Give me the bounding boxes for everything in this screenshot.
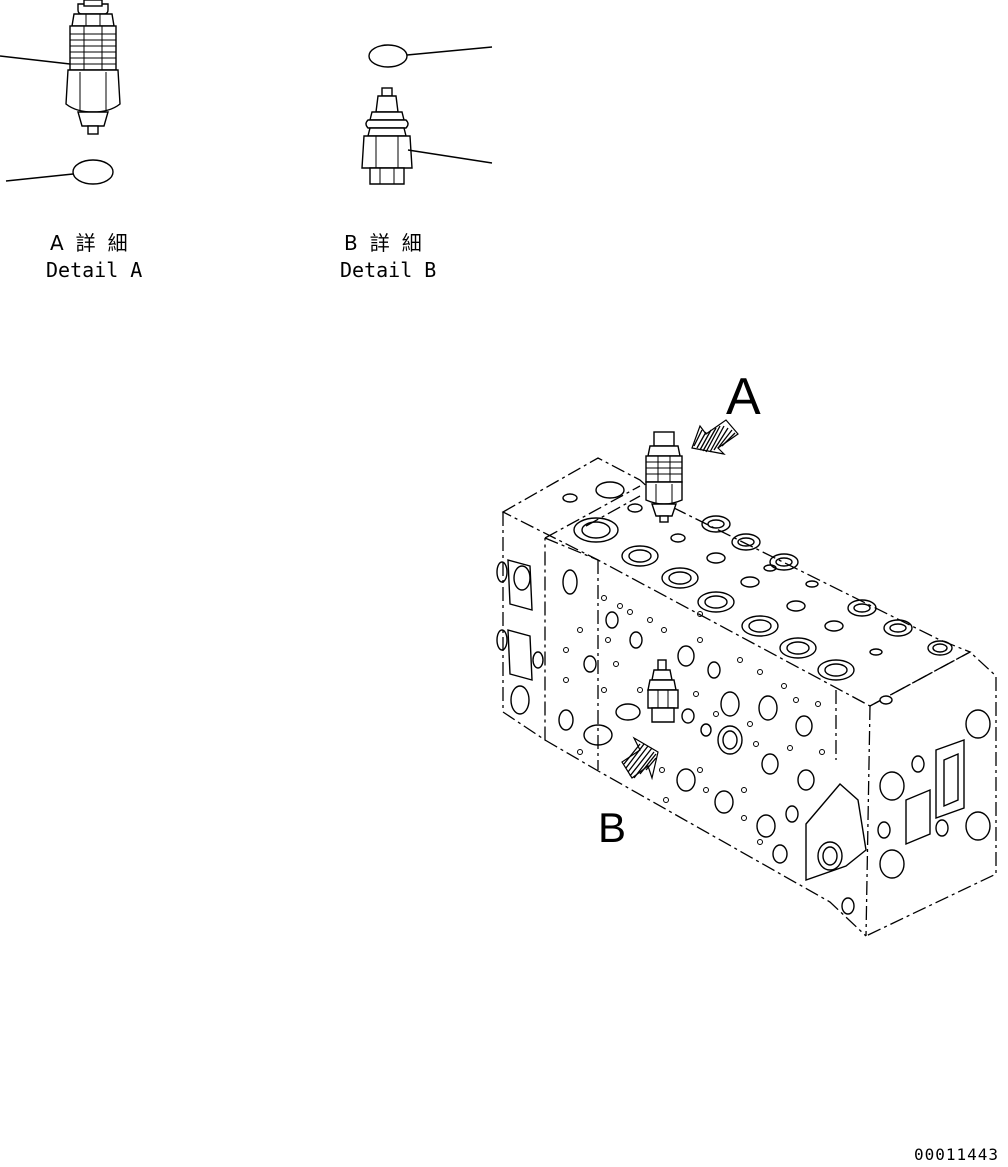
detail-b-o-ring <box>368 44 408 68</box>
arrow-b-icon <box>621 736 659 781</box>
detail-b-title-en: Detail B <box>340 258 436 282</box>
detail-a-o-ring <box>72 159 114 185</box>
valve-a-installed <box>645 431 683 523</box>
drawing-number: 00011443 <box>914 1145 999 1164</box>
detail-a-valve <box>65 0 121 135</box>
valve-b-installed <box>647 659 695 724</box>
callout-b-label: B <box>598 804 626 851</box>
detail-a-title-en: Detail A <box>46 258 142 282</box>
detail-b-valve <box>361 87 413 185</box>
detail-a-title-jp: A詳細 <box>50 231 140 255</box>
detail-b-title-jp: B詳細 <box>344 231 434 255</box>
detail-a-leader-o-ring <box>5 173 74 182</box>
detail-b-leader-valve <box>407 149 493 164</box>
detail-b-leader-o-ring <box>406 46 493 56</box>
callout-a-label: A <box>726 368 761 426</box>
arrow-a-icon <box>691 419 739 455</box>
control-valve-block <box>496 457 997 937</box>
detail-a-leader-valve <box>0 55 71 65</box>
